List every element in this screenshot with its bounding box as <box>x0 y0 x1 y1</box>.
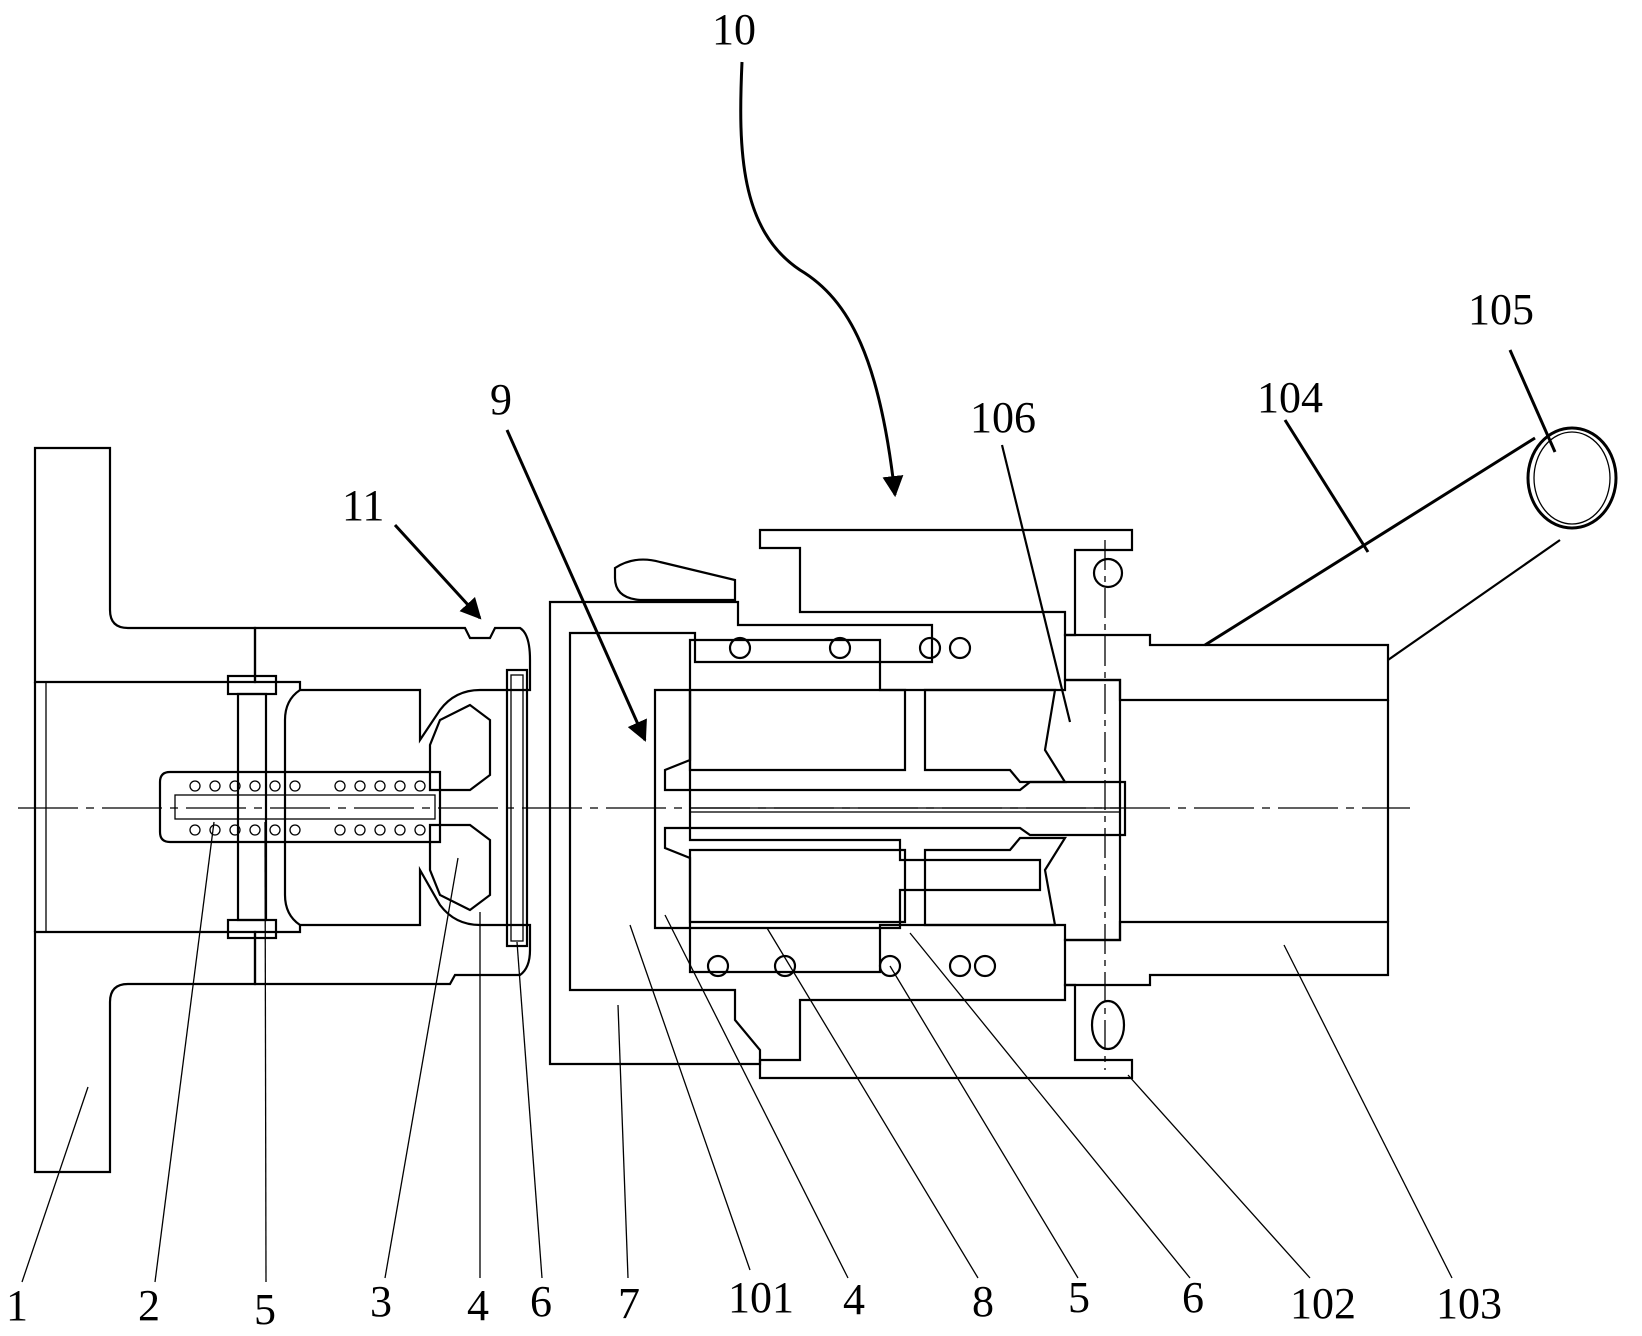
part-1-flange-body <box>35 448 255 1172</box>
part-5-guide-left <box>228 676 276 938</box>
label-106: 106 <box>970 393 1036 442</box>
label-11: 11 <box>342 481 384 530</box>
callout-labels-top: 10 9 11 106 104 105 <box>342 5 1534 530</box>
label-5-socket: 5 <box>1068 1273 1090 1322</box>
label-105: 105 <box>1468 285 1534 334</box>
leader-lines <box>22 62 1555 1282</box>
label-10: 10 <box>712 5 756 54</box>
label-4: 4 <box>467 1281 489 1330</box>
label-101: 101 <box>728 1273 794 1322</box>
label-6: 6 <box>530 1277 552 1326</box>
label-103: 103 <box>1436 1279 1502 1328</box>
locking-balls <box>708 559 1124 1049</box>
part-11-plug-housing <box>255 628 530 984</box>
callout-labels-bottom: 1 2 5 3 4 6 7 101 4 8 5 6 102 103 <box>6 1273 1502 1334</box>
label-2: 2 <box>138 1281 160 1330</box>
part-104-lever <box>1205 438 1560 660</box>
label-3: 3 <box>370 1277 392 1326</box>
part-9-inner-piston <box>655 690 1125 928</box>
label-8: 8 <box>972 1277 994 1326</box>
label-5: 5 <box>254 1285 276 1334</box>
label-102: 102 <box>1290 1279 1356 1328</box>
label-104: 104 <box>1257 373 1323 422</box>
label-4-socket: 4 <box>843 1275 865 1324</box>
label-7: 7 <box>618 1279 640 1328</box>
part-103-handle-body <box>1065 540 1388 1070</box>
part-105-knob <box>1528 428 1616 528</box>
label-1: 1 <box>6 1281 28 1330</box>
part-102-outer-sleeve <box>760 530 1132 1078</box>
label-9: 9 <box>490 375 512 424</box>
part-106-inner-body <box>690 640 1120 972</box>
label-6-socket: 6 <box>1182 1273 1204 1322</box>
